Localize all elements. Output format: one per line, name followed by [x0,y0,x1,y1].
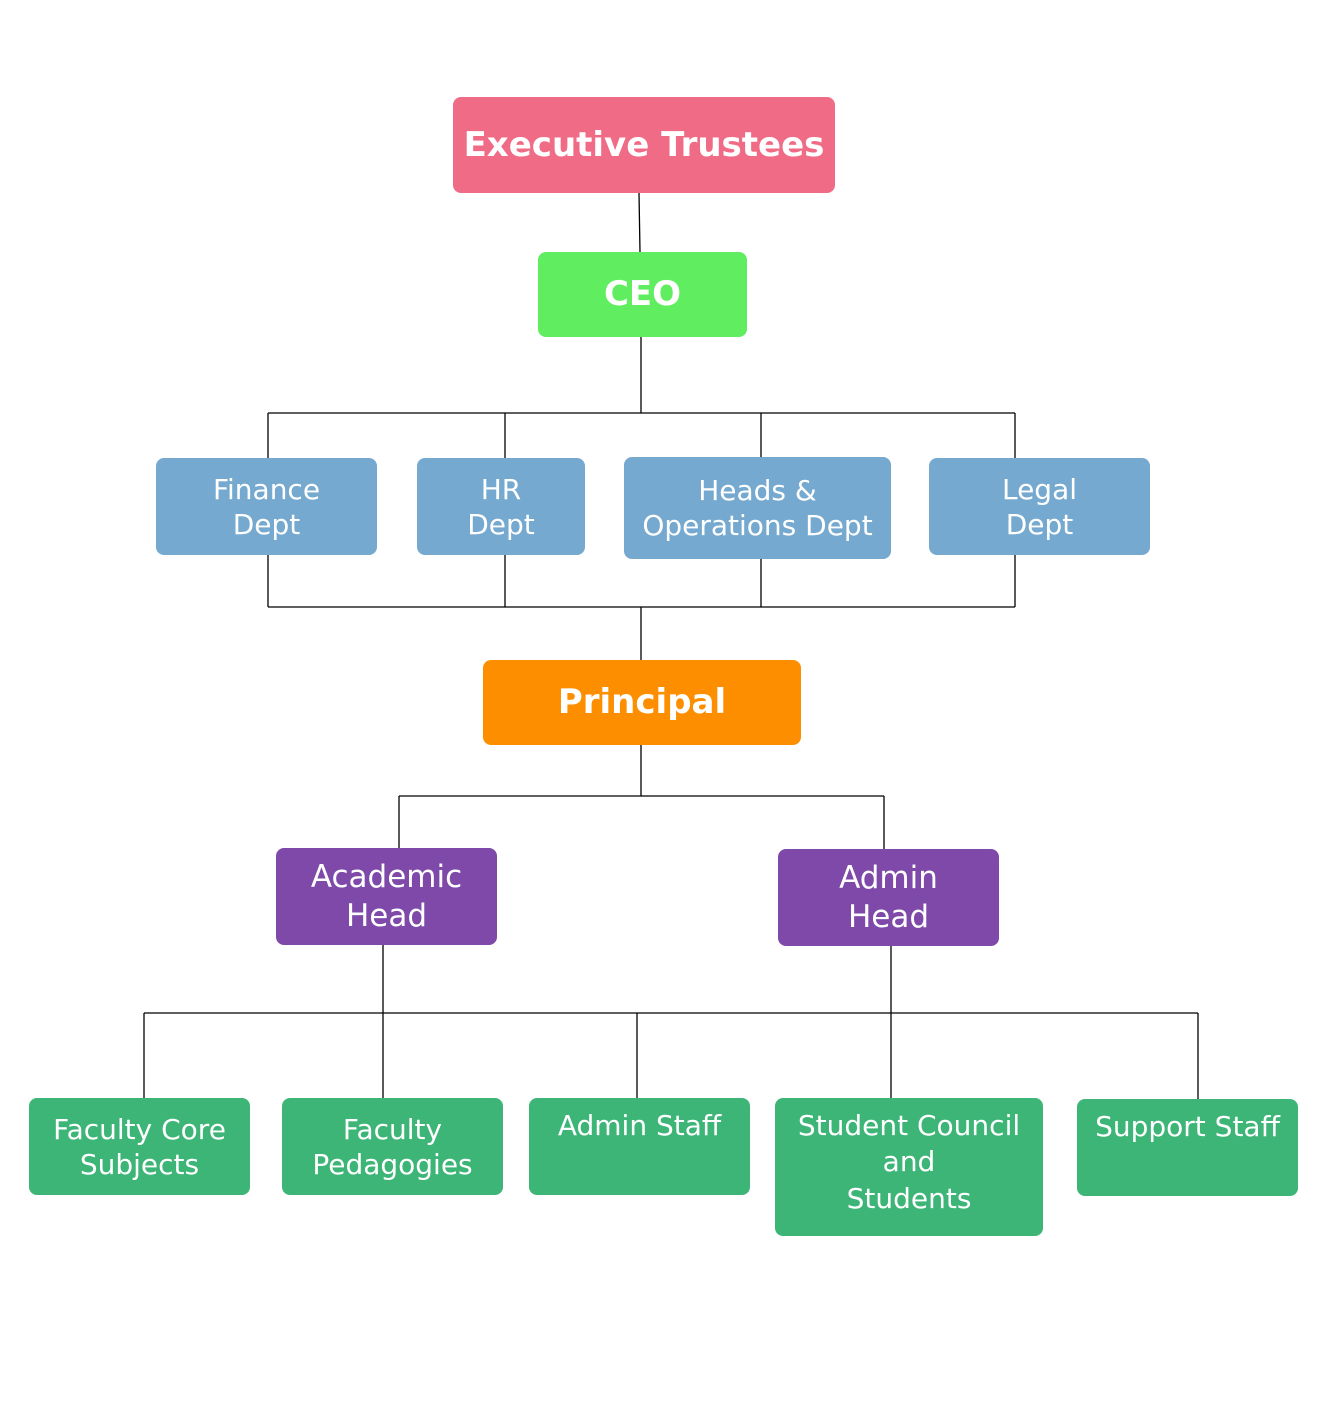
node-label: Dept [232,507,301,541]
node-principal: Principal [483,660,801,745]
node-label: Student Council [797,1109,1021,1142]
node-label: HR [480,472,522,506]
node-label: Students [846,1181,972,1215]
node-label: Head [847,898,930,935]
node-academic-head: Academic Head [276,848,497,945]
node-faculty-core-subjects: Faculty Core Subjects [29,1098,250,1195]
node-ceo: CEO [538,252,747,337]
node-label: Pedagogies [312,1147,473,1181]
node-label: and [882,1145,936,1179]
node-label: Legal [1001,472,1078,506]
node-executive-trustees: Executive Trustees [453,97,835,193]
node-label: Subjects [79,1147,200,1181]
node-label: Dept [1005,507,1074,541]
node-label: Dept [467,507,535,541]
node-label: Faculty Core [53,1112,226,1146]
node-label: Operations Dept [642,509,873,542]
node-label: Head [345,897,428,934]
node-legal-dept: Legal Dept [929,458,1150,555]
node-label: Heads & [698,474,817,507]
node-label: Admin [839,859,938,896]
node-heads-operations-dept: Heads & Operations Dept [624,457,891,559]
node-label: Executive Trustees [463,124,825,165]
node-label: Academic [310,858,463,895]
node-faculty-pedagogies: Faculty Pedagogies [282,1098,503,1195]
node-label: Support Staff [1095,1110,1280,1143]
node-admin-head: Admin Head [778,849,999,946]
node-student-council: Student Council and Students [775,1098,1043,1236]
node-hr-dept: HR Dept [417,458,585,555]
node-finance-dept: Finance Dept [156,458,377,555]
node-label: Admin Staff [557,1109,722,1142]
node-label: Faculty [342,1112,443,1146]
connector-trustees-ceo [638,192,641,253]
node-admin-staff: Admin Staff [529,1098,750,1195]
node-label: CEO [603,274,682,315]
node-label: Finance [212,472,321,506]
node-label: Principal [557,682,727,723]
node-support-staff: Support Staff [1077,1099,1298,1196]
